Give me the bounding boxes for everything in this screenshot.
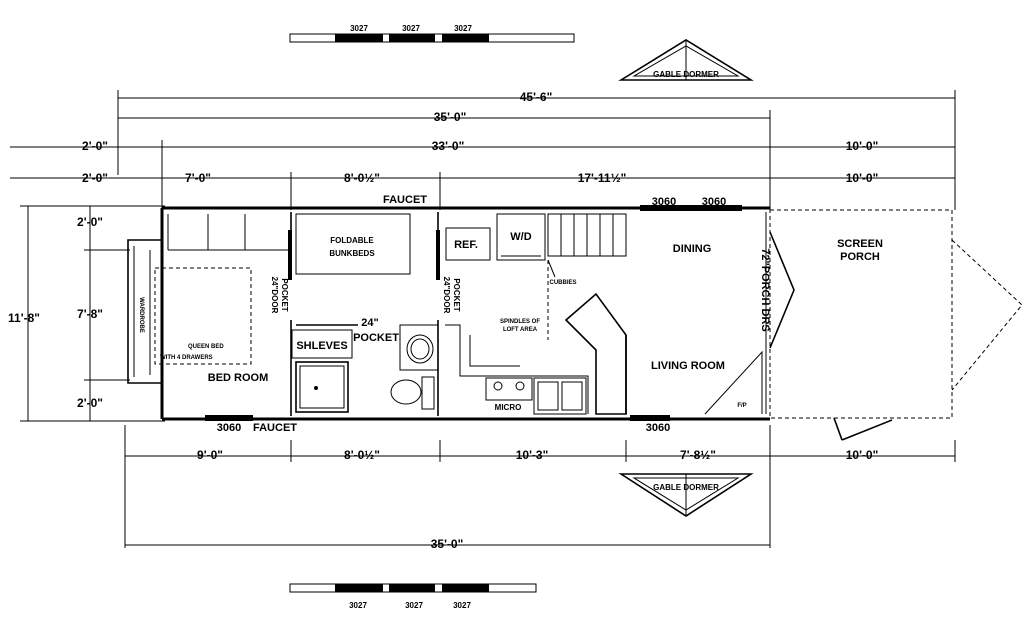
dimension-segment: 7'-0" (185, 171, 211, 185)
bunkbeds-label: FOLDABLE (330, 236, 374, 245)
dormer-label: GABLE DORMER (653, 483, 719, 492)
pocket-door-label: POCKET (280, 278, 289, 311)
loft-stairs (547, 213, 627, 257)
shelves-label: SHLEVES (296, 340, 347, 352)
room-label-bedroom: BED ROOM (208, 372, 269, 384)
room-label-porch: PORCH (840, 251, 880, 263)
window-label: 3060 (652, 196, 676, 208)
spindles-label: LOFT AREA (503, 327, 538, 333)
faucet-label-top: FAUCET (383, 194, 427, 206)
cubbies-label: CUBBIES (549, 280, 576, 286)
dimension-porch-bottom: 10'-0" (846, 448, 879, 462)
dimension-segment: 17'-11½" (578, 171, 627, 185)
bedroom: QUEEN BED WITH 4 DRAWERS BED ROOM WARDRO… (138, 212, 292, 416)
dimension-hitch-1: 2'-0" (82, 139, 108, 153)
dimension-segment: 9'-0" (197, 448, 223, 462)
top-dimensions: 45'-6" 35'-0" 2'-0" 33'-0" 10'-0" 2'-0" … (10, 90, 956, 210)
dimension-porch-2: 10'-0" (846, 171, 879, 185)
dimension-width-mid: 7'-8" (77, 307, 103, 321)
room-label-porch: SCREEN (837, 238, 883, 250)
fireplace-label: F/P (737, 403, 746, 409)
dimension-porch-1: 10'-0" (846, 139, 879, 153)
window-label: 3027 (402, 24, 420, 33)
dimension-overall: 45'-6" (520, 90, 553, 104)
window-label: 3060 (646, 422, 670, 434)
kitchen: REF. W/D CUBBIES SPINDLES OF LOFT AREA M… (445, 213, 627, 415)
screen-porch: SCREEN PORCH (769, 209, 1023, 441)
pocket-label: 24" (361, 317, 378, 329)
bed-label: WITH 4 DRAWERS (160, 355, 213, 361)
gable-dormer-top: GABLE DORMER (618, 39, 754, 81)
pocket-door-label: POCKET (452, 278, 461, 311)
dimension-segment: 10'-3" (516, 448, 549, 462)
bunkbeds-label: BUNKBEDS (329, 249, 375, 258)
dimension-main-bottom: 35'-0" (431, 537, 464, 551)
bed-label: QUEEN BED (188, 344, 224, 350)
bottom-dimensions: 9'-0" 8'-0½" 10'-3" 7'-8½" 10'-0" 35'-0" (124, 425, 956, 551)
room-label-dining: DINING (673, 243, 712, 255)
dimension-segment: 8'-0½" (344, 448, 380, 462)
window-label: 3027 (349, 601, 367, 610)
living-dining: DINING LIVING ROOM F/P 72"PORCH DRS (651, 212, 795, 415)
exterior-walls (127, 206, 770, 421)
wardrobe-label: WARDROBE (138, 297, 144, 333)
window-label: 3027 (405, 601, 423, 610)
dimension-width-total: 11'-8" (8, 311, 40, 325)
window-label: 3027 (454, 24, 472, 33)
washer-dryer-label: W/D (510, 231, 531, 243)
bottom-window-strip: 3027 3027 3027 (289, 583, 537, 610)
gable-dormer-bottom: GABLE DORMER (618, 473, 754, 517)
refrigerator-label: REF. (454, 239, 478, 251)
window-label: 3060 (702, 196, 726, 208)
window-label: 3060 (217, 422, 241, 434)
bunk-bath-zone: FOLDABLE BUNKBEDS SHLEVES 24" POCKET POC… (291, 212, 461, 416)
dimension-width-bottom: 2'-0" (77, 396, 103, 410)
window-label: 3027 (350, 24, 368, 33)
wall-windows: 3060 3060 3060 3060 FAUCET FAUCET (205, 194, 742, 434)
spindles-label: SPINDLES OF (500, 319, 540, 325)
dimension-main-top: 35'-0" (434, 110, 467, 124)
pocket-door-label: 24"DOOR (270, 277, 279, 314)
dimension-segment: 8'-0½" (344, 171, 380, 185)
dimension-width-top: 2'-0" (77, 215, 103, 229)
dimension-hitch-2: 2'-0" (82, 171, 108, 185)
porch-doors-label: 72"PORCH DRS (759, 248, 771, 331)
top-window-strip: 3027 3027 3027 (289, 24, 575, 43)
dormer-label: GABLE DORMER (653, 70, 719, 79)
window-label: 3027 (453, 601, 471, 610)
dimension-segment: 7'-8½" (680, 448, 716, 462)
faucet-label-bottom: FAUCET (253, 422, 297, 434)
pocket-door-label: 24"DOOR (442, 277, 451, 314)
left-dimensions: 11'-8" 2'-0" 7'-8" 2'-0" (8, 205, 165, 422)
microwave-label: MICRO (495, 403, 522, 412)
dimension-interior: 33'-0" (432, 139, 465, 153)
pocket-label: POCKET (353, 332, 399, 344)
room-label-living: LIVING ROOM (651, 360, 725, 372)
